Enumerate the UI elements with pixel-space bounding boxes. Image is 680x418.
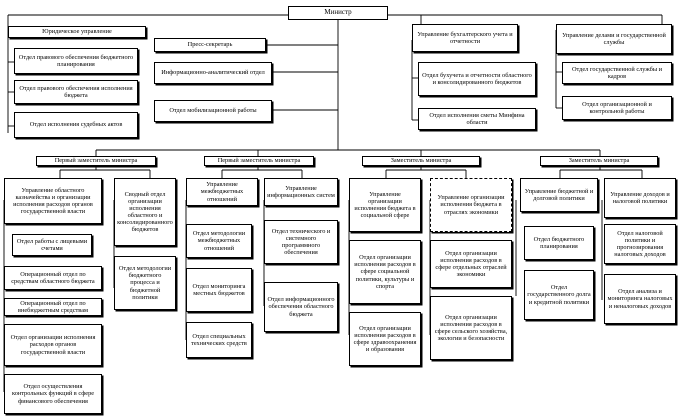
social-expenses-box: Отдел организации исполнения расходов в … — [349, 240, 421, 304]
node-label: Управление бухгалтерского учета и отчетн… — [417, 30, 513, 45]
mobilization-box: Отдел мобилизационной работы — [154, 100, 272, 122]
financial-control-box: Отдел осуществления контрольных функций … — [4, 374, 102, 414]
node-label: Отдел мобилизационной работы — [169, 107, 257, 115]
node-label: Отдел осуществления контрольных функций … — [11, 383, 95, 405]
budget-planning-box: Отдел бюджетного планирования — [524, 226, 594, 260]
node-label: Отдел государственной службы и кадров — [571, 65, 663, 80]
press-secretary-box: Пресс-секретарь — [154, 38, 266, 52]
interbudget-methodology-box: Отдел методологии межбюджетных отношений — [186, 224, 252, 258]
agriculture-expenses-box: Отдел организации исполнения расходов в … — [430, 296, 512, 360]
node-label: Отдел организации исполнения расходов ор… — [10, 334, 96, 356]
legal-department-box: Юридическое управление — [8, 26, 146, 38]
node-label: Отдел методологии бюджетного процесса и … — [118, 265, 172, 301]
node-label: Управление информационных систем — [267, 184, 335, 199]
affairs-directorate-box: Управление делами и государственной служ… — [556, 24, 672, 54]
node-label: Отдел методологии межбюджетных отношений — [192, 230, 246, 252]
economy-budget-directorate-box: Управление организации исполнения бюджет… — [430, 178, 512, 232]
interbudget-directorate-box: Управление межбюджетных отношений — [186, 178, 258, 206]
node-label: Отдел технического и системного программ… — [271, 227, 331, 257]
minister-box: Министр — [288, 6, 388, 20]
info-systems-directorate-box: Управление информационных систем — [264, 178, 338, 206]
deputy-first-1-box: Первый заместитель министра — [36, 156, 156, 166]
node-label: Управление областного казначейства и орг… — [13, 186, 93, 216]
org-control-box: Отдел организационной и контрольной рабо… — [562, 96, 672, 120]
node-label: Отдел организации исполнения расходов в … — [435, 249, 507, 279]
operations-regional-box: Операционный отдел по средствам областно… — [4, 266, 102, 290]
node-label: Пресс-секретарь — [187, 41, 233, 49]
node-label: Управление организации исполнения бюджет… — [437, 194, 505, 216]
social-budget-directorate-box: Управление организации исполнения бюджет… — [349, 178, 421, 232]
node-label: Отдел специальных технических средств — [191, 332, 247, 347]
node-label: Отдел исполнения сметы Минфина области — [429, 111, 525, 126]
node-label: Первый заместитель министра — [217, 157, 301, 165]
estimates-execution-box: Отдел исполнения сметы Минфина области — [418, 108, 536, 130]
node-label: Отдел налоговой политики и прогнозирован… — [614, 229, 666, 259]
node-label: Операционный отдел по внебюджетным средс… — [18, 299, 88, 314]
node-label: Отдел организации исполнения расходов в … — [434, 313, 508, 343]
revenue-directorate-box: Управление доходов и налоговой политики — [604, 178, 676, 218]
node-label: Отдел государственного долга и кредитной… — [527, 284, 591, 306]
legal-budget-planning-box: Отдел правового обеспечения бюджетного п… — [14, 48, 138, 74]
node-label: Управление доходов и налоговой политики — [610, 190, 670, 205]
budget-methodology-box: Отдел методологии бюджетного процесса и … — [114, 256, 176, 310]
legal-budget-execution-box: Отдел правового обеспечения исполнения б… — [14, 80, 138, 104]
deputy-4-box: Заместитель министра — [540, 156, 658, 166]
tax-policy-box: Отдел налоговой политики и прогнозирован… — [604, 224, 676, 264]
civil-service-box: Отдел государственной службы и кадров — [562, 62, 672, 84]
personal-accounts-box: Отдел работы с лицевыми счетами — [12, 234, 92, 256]
node-label: Отдел бухучета и отчетности областного и… — [422, 71, 532, 86]
node-label: Операционный отдел по средствам областно… — [11, 270, 95, 285]
node-label: Управление делами и государственной служ… — [562, 31, 666, 46]
state-debt-box: Отдел государственного долга и кредитной… — [524, 270, 594, 320]
node-label: Сводный отдел организации исполнения обл… — [117, 190, 173, 234]
node-label: Отдел правового обеспечения бюджетного п… — [18, 53, 134, 68]
node-label: Отдел информационного обеспечения област… — [267, 296, 335, 318]
accounting-reporting-box: Отдел бухучета и отчетности областного и… — [418, 62, 536, 96]
health-expenses-box: Отдел организации исполнения расходов в … — [349, 312, 421, 366]
node-label: Управление бюджетной и долговой политики — [524, 187, 594, 202]
node-label: Отдел организации исполнения расходов в … — [354, 254, 416, 290]
node-label: Отдел бюджетного планирования — [533, 235, 585, 250]
node-label: Отдел исполнения судебных актов — [29, 121, 123, 129]
node-label: Юридическое управление — [42, 28, 112, 36]
local-budget-monitoring-box: Отдел мониторинга местных бюджетов — [186, 268, 252, 312]
deputy-3-box: Заместитель министра — [362, 156, 480, 166]
minister-label: Министр — [324, 8, 352, 17]
budget-debt-directorate-box: Управление бюджетной и долговой политики — [520, 178, 598, 212]
node-label: Отдел организационной и контрольной рабо… — [582, 100, 652, 115]
court-acts-execution-box: Отдел исполнения судебных актов — [14, 112, 138, 138]
revenue-monitoring-box: Отдел анализа и мониторинга налоговых и … — [604, 274, 676, 324]
operations-extrabudget-box: Операционный отдел по внебюджетным средс… — [4, 298, 102, 316]
node-label: Отдел правового обеспечения исполнения б… — [19, 84, 133, 99]
accounting-directorate-box: Управление бухгалтерского учета и отчетн… — [412, 24, 518, 52]
special-tech-box: Отдел специальных технических средств — [186, 322, 252, 358]
economy-expenses-box: Отдел организации исполнения расходов в … — [430, 240, 512, 288]
consolidated-budget-box: Сводный отдел организации исполнения обл… — [114, 178, 176, 246]
node-label: Отдел анализа и мониторинга налоговых и … — [607, 288, 673, 310]
node-label: Заместитель министра — [390, 157, 452, 165]
info-support-box: Отдел информационного обеспечения област… — [264, 282, 338, 332]
node-label: Отдел работы с лицевыми счетами — [16, 237, 88, 252]
node-label: Информационно-аналитический отдел — [161, 69, 265, 77]
node-label: Управление организации исполнения бюджет… — [354, 190, 416, 220]
tech-software-box: Отдел технического и системного программ… — [264, 220, 338, 264]
treasury-directorate-box: Управление областного казначейства и орг… — [4, 178, 102, 224]
node-label: Отдел организации исполнения расходов в … — [353, 324, 417, 354]
expense-execution-box: Отдел организации исполнения расходов ор… — [4, 324, 102, 366]
node-label: Первый заместитель министра — [54, 157, 138, 165]
node-label: Управление межбюджетных отношений — [200, 181, 244, 203]
node-label: Отдел мониторинга местных бюджетов — [192, 282, 246, 297]
deputy-first-2-box: Первый заместитель министра — [204, 156, 314, 166]
info-analytical-box: Информационно-аналитический отдел — [154, 62, 272, 84]
node-label: Заместитель министра — [568, 157, 630, 165]
